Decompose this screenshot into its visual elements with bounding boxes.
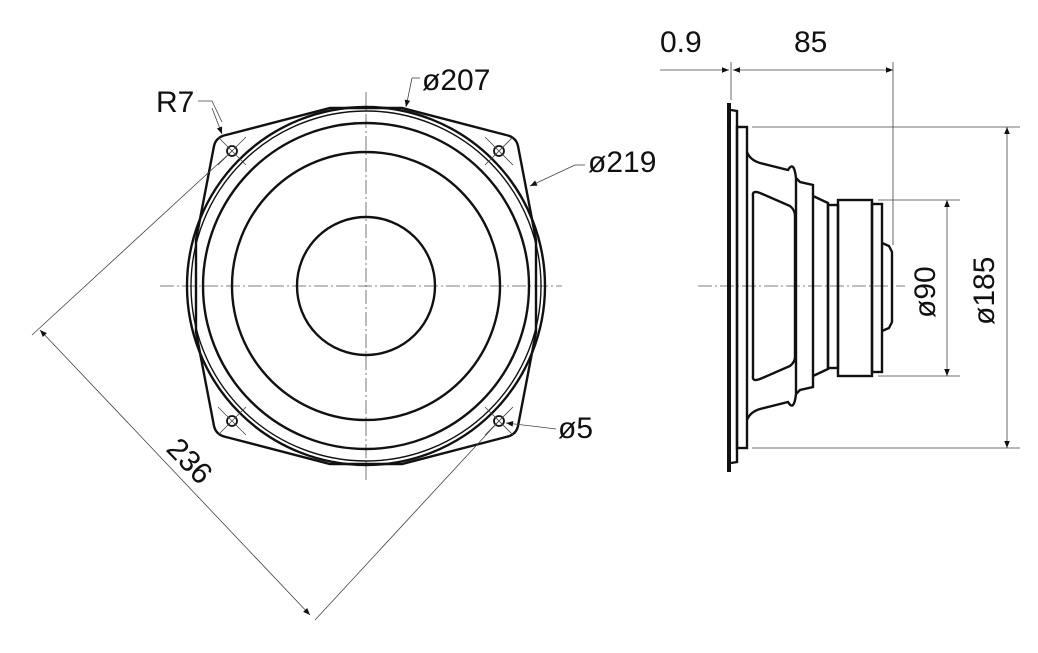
depth-label: 85 bbox=[794, 26, 827, 59]
surround-inner bbox=[201, 121, 531, 451]
flange-thickness-label: 0.9 bbox=[660, 26, 702, 59]
basket-rim bbox=[735, 125, 749, 450]
back-cap bbox=[881, 241, 894, 333]
surround-edge bbox=[190, 110, 542, 462]
mounting-hole bbox=[493, 415, 505, 427]
basket-window bbox=[751, 190, 797, 382]
hole-spacing-label: 236 bbox=[160, 432, 219, 491]
magnet-diameter-label: ø90 bbox=[909, 266, 942, 318]
basket-diameter-label: ø185 bbox=[968, 257, 1001, 325]
outer-diameter-label: ø219 bbox=[588, 146, 656, 179]
side-view: 0.9 85 ø90 ø185 bbox=[660, 26, 1020, 472]
outer-rim bbox=[185, 105, 547, 467]
basket-step bbox=[795, 177, 830, 395]
dust-cap bbox=[295, 215, 437, 357]
inner-diameter-label: ø207 bbox=[422, 64, 490, 97]
dimension-236-line bbox=[39, 329, 311, 616]
corner-radius-label: R7 bbox=[156, 86, 194, 119]
magnet bbox=[836, 198, 874, 378]
back-plate bbox=[870, 202, 884, 374]
spacer bbox=[826, 203, 840, 370]
mounting-hole bbox=[493, 145, 505, 157]
mounting-hole bbox=[226, 145, 238, 157]
hole-diameter-label: ø5 bbox=[558, 412, 593, 445]
front-view: 236 R7 ø207 ø219 ø5 bbox=[31, 64, 656, 621]
cone-edge bbox=[230, 150, 502, 422]
